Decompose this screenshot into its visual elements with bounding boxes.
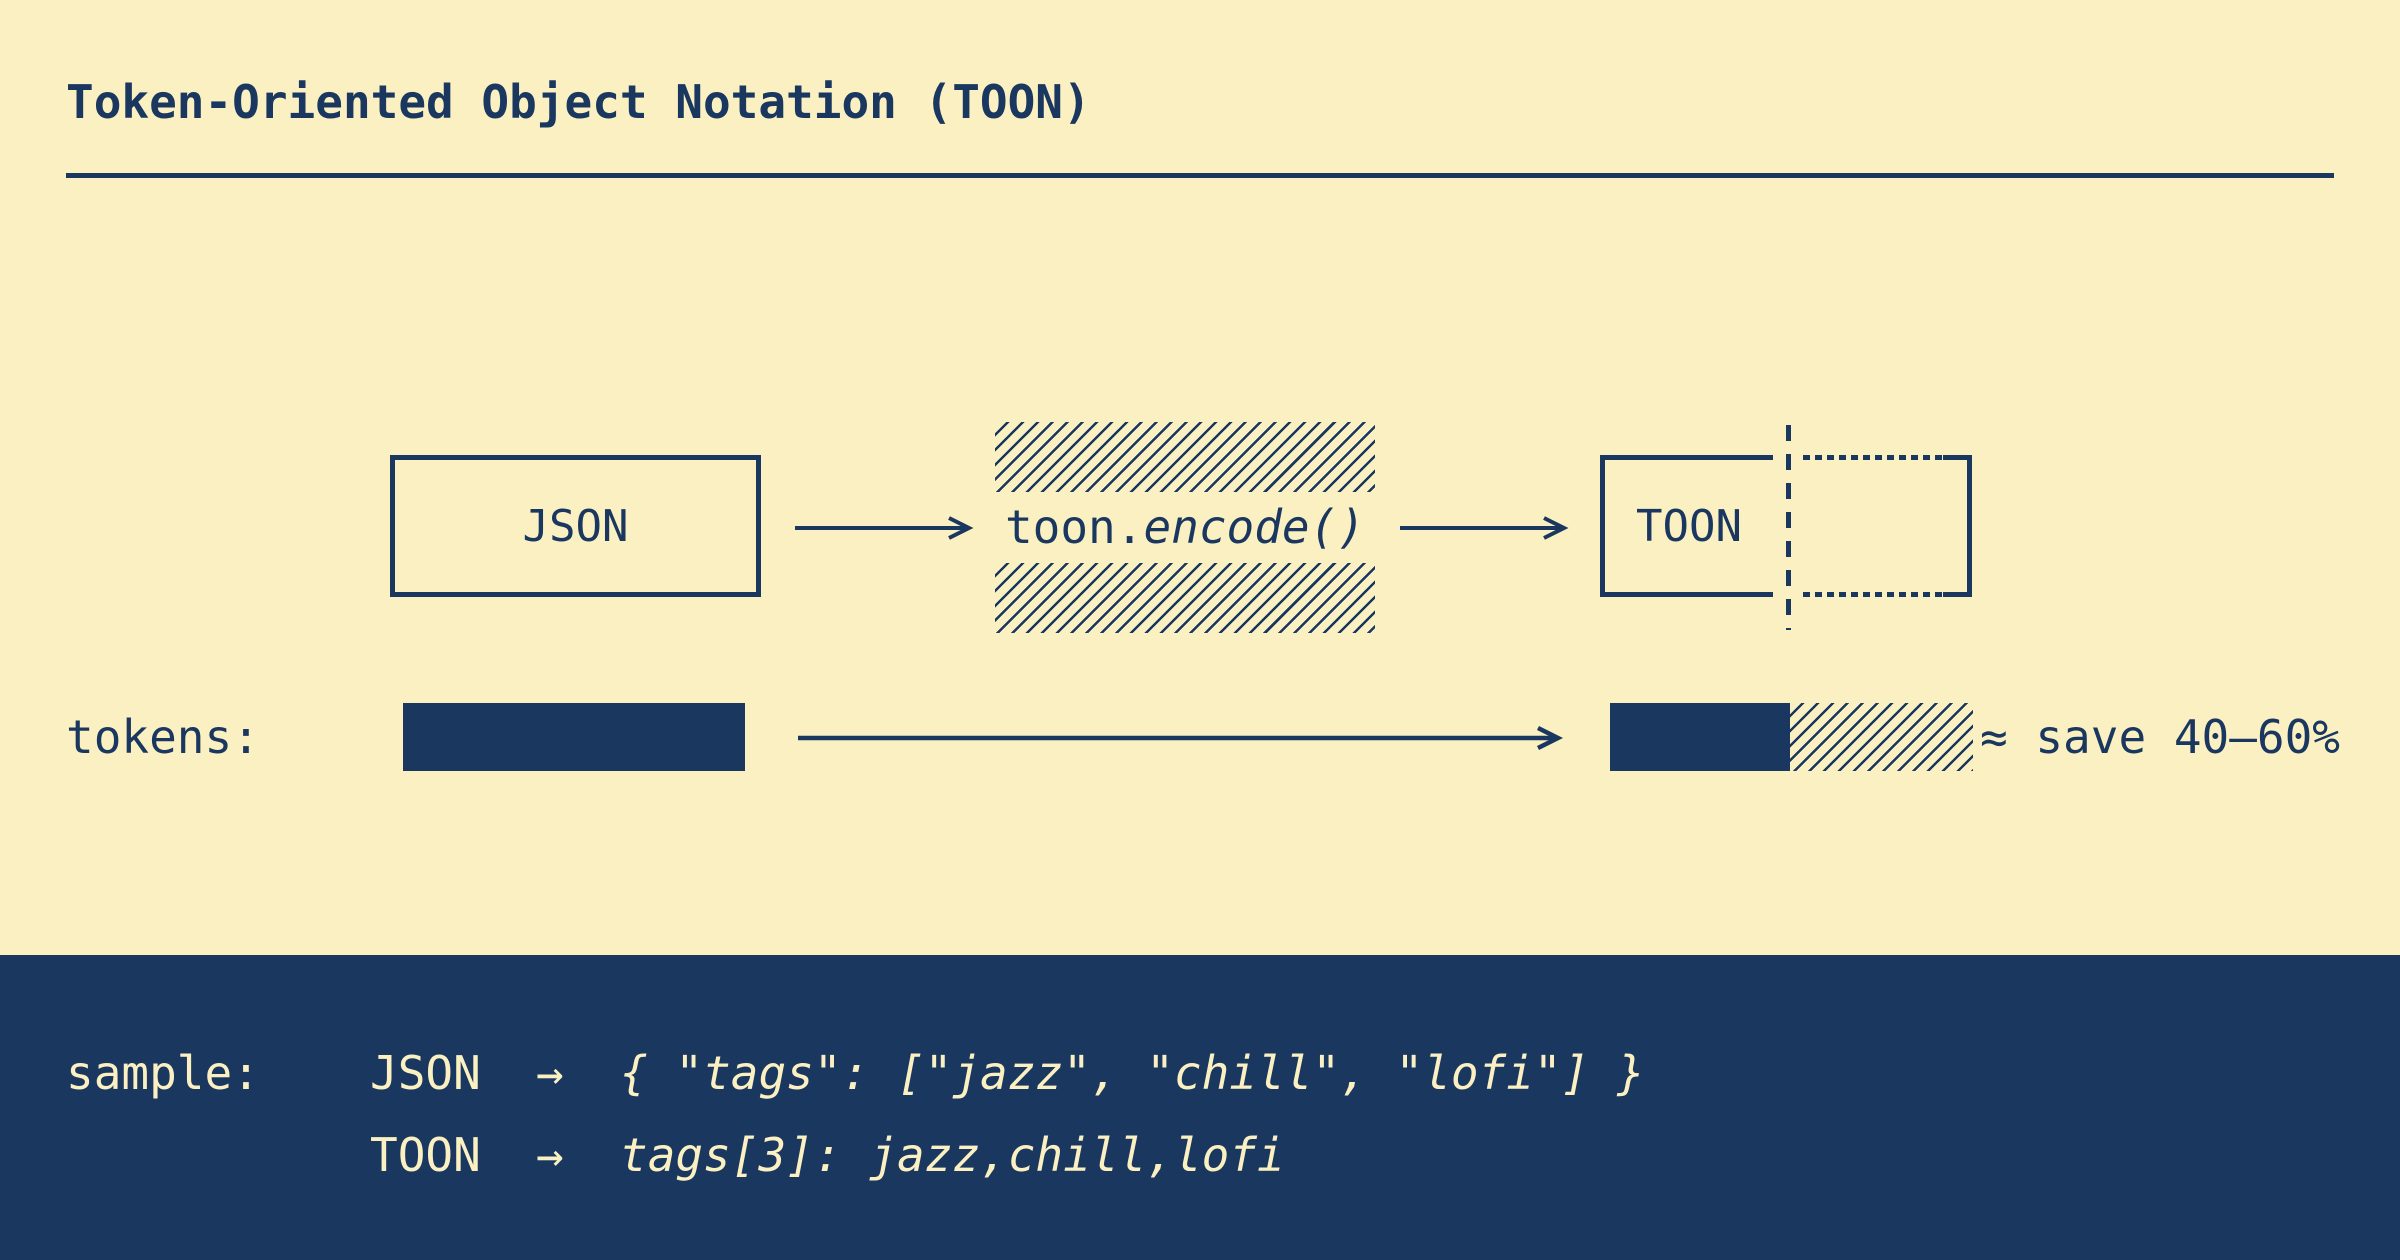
- ghost-box-corner-stub: [1943, 455, 1967, 460]
- encode-call: encode(): [1143, 500, 1366, 554]
- saved-tokens-ghost-box: [1803, 455, 1972, 597]
- json-input-label: JSON: [522, 500, 629, 552]
- sample-format-toon: TOON: [370, 1128, 481, 1182]
- arrow-json-to-encode-icon: [795, 513, 975, 543]
- ghost-box-dotted-top: [1803, 455, 1967, 460]
- sample-row-toon: TOON → tags[3]: jazz,chill,lofi: [370, 1130, 1285, 1180]
- sample-label: sample:: [66, 1046, 260, 1100]
- sample-format-json: JSON: [370, 1046, 481, 1100]
- sample-code-json: { "tags": ["jazz", "chill", "lofi"] }: [620, 1046, 1645, 1100]
- ghost-box-corner-stub: [1943, 592, 1967, 597]
- maps-to-arrow-icon: →: [536, 1046, 564, 1100]
- token-savings-hatch: [1790, 703, 1973, 771]
- page-title: Token-Oriented Object Notation (TOON): [66, 75, 1091, 129]
- encode-prefix: toon.: [1004, 500, 1144, 554]
- cut-dashed-line: [1786, 425, 1791, 630]
- ghost-box-dotted-bottom: [1803, 592, 1967, 597]
- encode-hatch-band-top: [995, 422, 1375, 492]
- savings-note: ≈ save 40–60%: [1979, 710, 2340, 764]
- encode-hatch-band-bottom: [995, 563, 1375, 633]
- toon-output-label: TOON: [1636, 500, 1742, 552]
- arrow-encode-to-toon-icon: [1400, 513, 1570, 543]
- sample-section: [0, 955, 2400, 1260]
- tokens-row-label: tokens:: [66, 710, 260, 764]
- sample-row-json: JSON → { "tags": ["jazz", "chill", "lofi"]…: [370, 1048, 1645, 1098]
- toon-output-box: TOON: [1600, 455, 1773, 597]
- json-input-box: JSON: [390, 455, 761, 597]
- toon-token-bar: [1610, 703, 1790, 771]
- arrow-token-reduction-icon: [798, 723, 1564, 753]
- json-token-bar: [403, 703, 745, 771]
- sample-code-toon: tags[3]: jazz,chill,lofi: [620, 1128, 1285, 1182]
- encode-function: toon.encode(): [995, 498, 1375, 556]
- maps-to-arrow-icon: →: [536, 1128, 564, 1182]
- header-divider: [66, 173, 2334, 178]
